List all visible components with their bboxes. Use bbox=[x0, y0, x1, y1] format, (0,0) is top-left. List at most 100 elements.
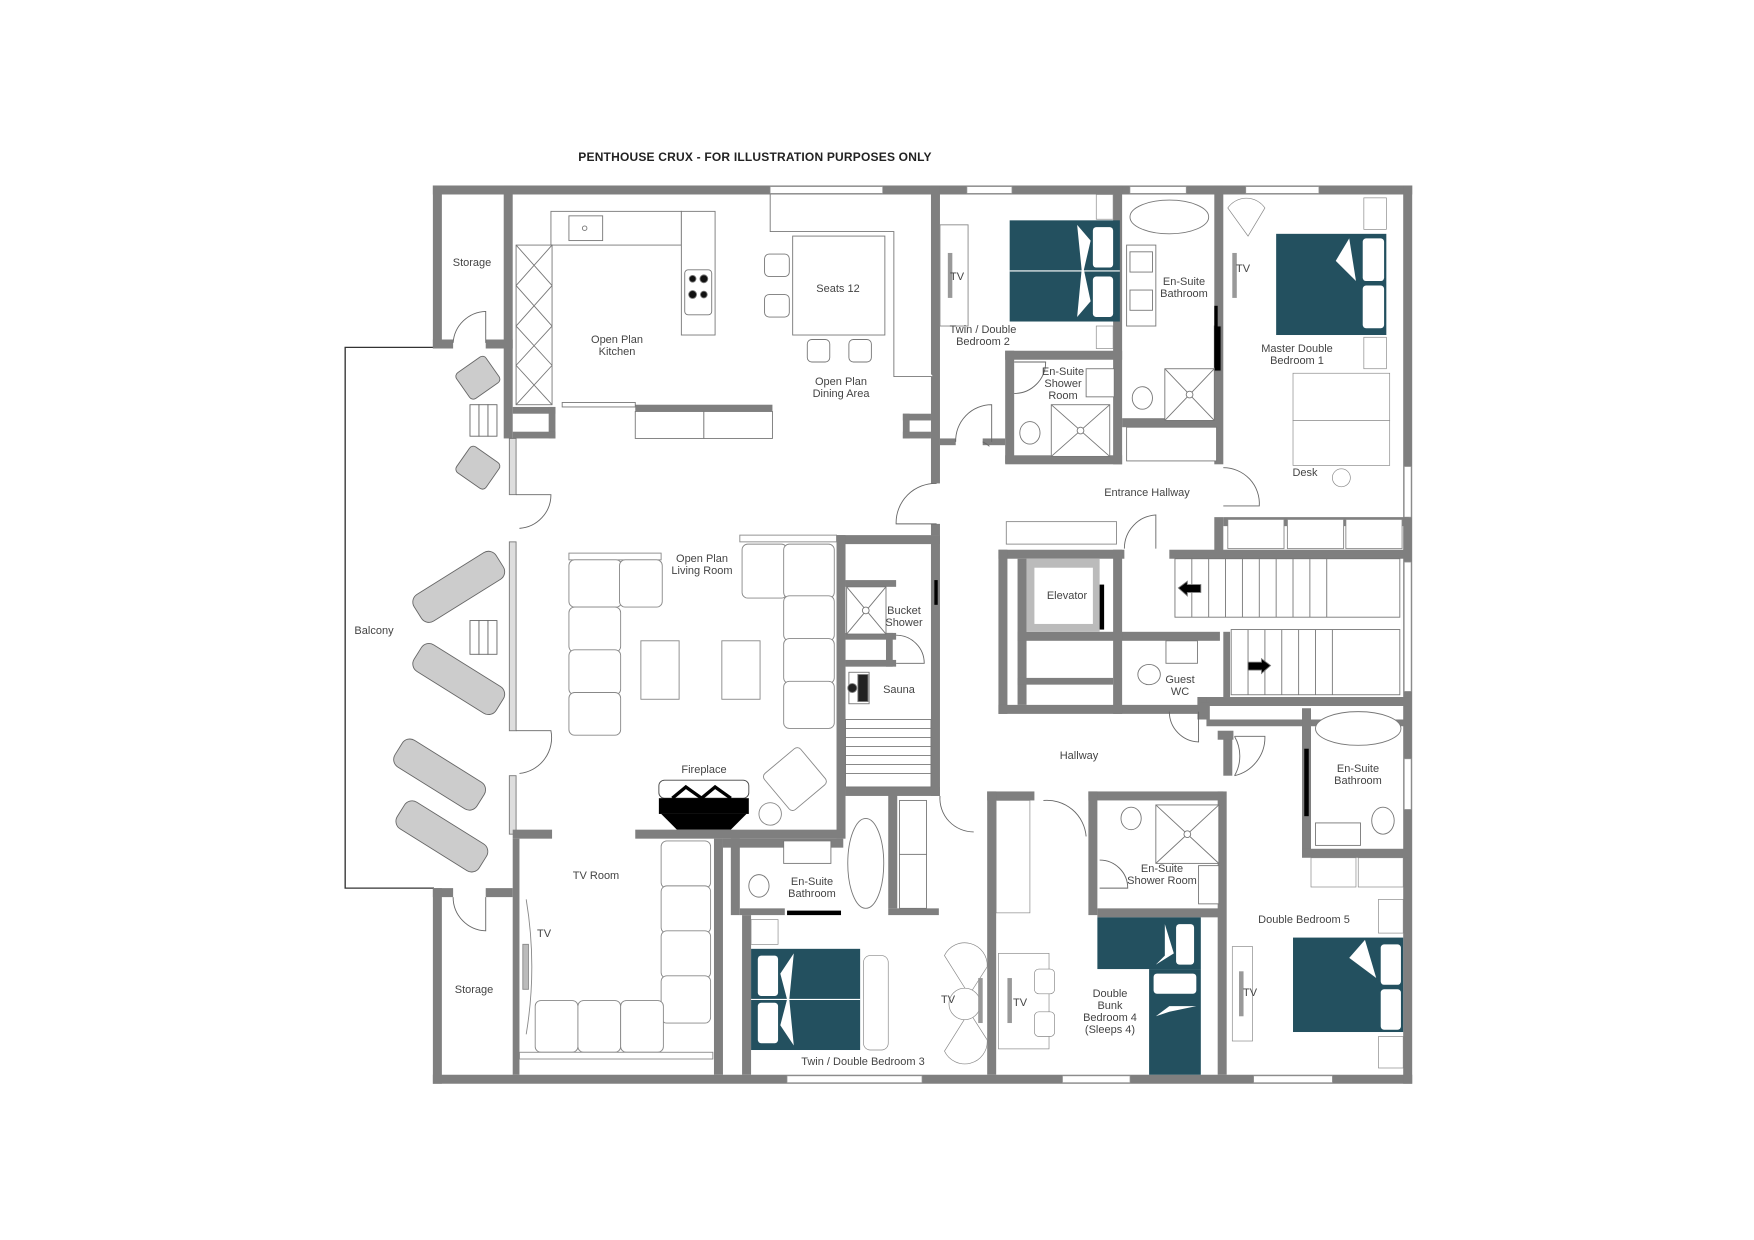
label-line: Room bbox=[1048, 390, 1078, 402]
plan-title: PENTHOUSE CRUX - FOR ILLUSTRATION PURPOS… bbox=[0, 150, 1754, 164]
ensuite-bathroom-1-fixtures bbox=[1126, 199, 1222, 462]
label-elevator: Elevator bbox=[1047, 590, 1087, 602]
label-fireplace: Fireplace bbox=[681, 764, 726, 776]
label-text: TV bbox=[940, 994, 956, 1006]
label-line: En-Suite bbox=[1041, 366, 1085, 378]
dining-furniture bbox=[764, 194, 934, 378]
label-kitchen: Open Plan Kitchen bbox=[591, 334, 643, 358]
label-desk: Desk bbox=[1292, 467, 1317, 479]
label-dining: Open Plan Dining Area bbox=[813, 376, 870, 400]
bedroom-4-furniture bbox=[995, 800, 1201, 1075]
label-tv-room: TV Room bbox=[573, 870, 619, 882]
label-line: Twin / Double bbox=[949, 324, 1017, 336]
bedroom-5-furniture bbox=[1231, 711, 1404, 1069]
label-line: En-Suite bbox=[1336, 763, 1380, 775]
label-guest-wc: Guest WC bbox=[1165, 674, 1194, 698]
label-balcony: Balcony bbox=[354, 625, 393, 637]
label-bedroom2: Twin / Double Bedroom 2 bbox=[950, 324, 1017, 348]
label-text: TV bbox=[536, 928, 552, 940]
balcony-furniture bbox=[393, 355, 506, 873]
master-bedroom-furniture bbox=[1227, 197, 1391, 488]
label-line: Bedroom 4 bbox=[1083, 1012, 1137, 1024]
label-line: WC bbox=[1170, 686, 1190, 698]
label-storage-top: Storage bbox=[453, 257, 492, 269]
label-text: TV Room bbox=[572, 870, 620, 882]
label-line: En-Suite bbox=[1162, 276, 1206, 288]
ensuite-shower-2-fixtures bbox=[1019, 368, 1115, 457]
label-bedroom5: Double Bedroom 5 bbox=[1258, 914, 1350, 926]
label-line: Open Plan bbox=[815, 376, 867, 388]
label-text: Double Bedroom 5 bbox=[1258, 914, 1350, 926]
label-line: Guest bbox=[1165, 674, 1195, 686]
ensuite-shower-4-fixtures bbox=[1120, 804, 1220, 905]
label-tv-room-tv: TV bbox=[537, 928, 551, 940]
hallway-furniture bbox=[1005, 518, 1403, 550]
label-bedroom4-tv: TV bbox=[1013, 997, 1027, 1009]
label-line: En-Suite bbox=[790, 876, 834, 888]
label-ensuite-shower-2: En-Suite Shower Room bbox=[1042, 366, 1084, 402]
living-furniture bbox=[568, 534, 837, 826]
label-line: Dining Area bbox=[812, 388, 870, 400]
plan-title-text: PENTHOUSE CRUX - FOR ILLUSTRATION PURPOS… bbox=[578, 150, 932, 164]
label-text: TV bbox=[1242, 987, 1258, 999]
label-ensuite-shower-4: En-Suite Shower Room bbox=[1127, 863, 1197, 887]
guest-wc-fixtures bbox=[1137, 640, 1198, 686]
label-text: Storage bbox=[454, 984, 494, 996]
label-line: Bedroom 2 bbox=[956, 336, 1010, 348]
label-text: TV bbox=[949, 271, 965, 283]
label-text: Balcony bbox=[354, 625, 394, 637]
label-line: Bunk bbox=[1097, 1000, 1123, 1012]
label-text: Hallway bbox=[1059, 750, 1099, 762]
label-bedroom3: Twin / Double Bedroom 3 bbox=[801, 1056, 925, 1068]
label-line: Bathroom bbox=[1160, 288, 1208, 300]
label-storage-bottom: Storage bbox=[455, 984, 494, 996]
label-line: Kitchen bbox=[598, 346, 636, 358]
label-line: Master Double bbox=[1261, 343, 1333, 355]
label-line: (Sleeps 4) bbox=[1084, 1024, 1136, 1036]
label-line: Bedroom 1 bbox=[1270, 355, 1324, 367]
label-text: Seats 12 bbox=[816, 283, 860, 295]
bucket-shower-sauna-fixtures bbox=[845, 586, 932, 788]
label-bucket-shower: Bucket Shower bbox=[885, 605, 922, 629]
bedroom-2-furniture bbox=[939, 194, 1120, 349]
label-sauna: Sauna bbox=[883, 684, 915, 696]
label-living-room: Open Plan Living Room bbox=[671, 553, 732, 577]
tv-room-furniture bbox=[519, 840, 714, 1060]
label-text: TV bbox=[1235, 263, 1251, 275]
label-ensuite-bathroom-3: En-Suite Bathroom bbox=[788, 876, 836, 900]
label-line: Shower Room bbox=[1127, 875, 1197, 887]
label-line: Open Plan bbox=[591, 334, 643, 346]
label-line: Shower bbox=[1044, 378, 1082, 390]
doors bbox=[452, 310, 1266, 932]
label-text: Fireplace bbox=[681, 764, 727, 776]
label-text: Storage bbox=[452, 257, 492, 269]
label-hallway: Hallway bbox=[1060, 750, 1099, 762]
ensuite-bathroom-3-fixtures bbox=[748, 799, 927, 916]
elevator bbox=[1026, 558, 1105, 632]
label-bedroom2-tv: TV bbox=[950, 271, 964, 283]
label-line: Double bbox=[1092, 988, 1128, 1000]
label-bedroom3-tv: TV bbox=[941, 994, 955, 1006]
label-master-bedroom: Master Double Bedroom 1 bbox=[1261, 343, 1333, 367]
staircase bbox=[1174, 558, 1401, 696]
label-ensuite-bathroom-1: En-Suite Bathroom bbox=[1160, 276, 1208, 300]
fireplace bbox=[658, 779, 750, 830]
label-line: Bathroom bbox=[788, 888, 836, 900]
sliding-door-rails bbox=[934, 305, 1218, 605]
label-text: Entrance Hallway bbox=[1104, 487, 1190, 499]
label-ensuite-bathroom-5: En-Suite Bathroom bbox=[1334, 763, 1382, 787]
label-line: Shower bbox=[885, 617, 923, 629]
label-bedroom5-tv: TV bbox=[1243, 987, 1257, 999]
label-text: TV bbox=[1012, 997, 1028, 1009]
label-bedroom4: Double Bunk Bedroom 4 (Sleeps 4) bbox=[1083, 988, 1137, 1036]
label-text: Twin / Double Bedroom 3 bbox=[801, 1056, 925, 1068]
bedroom-3-furniture bbox=[750, 919, 988, 1065]
label-master-tv: TV bbox=[1236, 263, 1250, 275]
label-line: Open Plan bbox=[676, 553, 728, 565]
label-line: En-Suite bbox=[1140, 863, 1184, 875]
label-line: Living Room bbox=[671, 565, 733, 577]
kitchen-fixtures bbox=[515, 210, 773, 439]
label-dining-table: Seats 12 bbox=[816, 283, 859, 295]
exterior-walls bbox=[432, 185, 1413, 1084]
